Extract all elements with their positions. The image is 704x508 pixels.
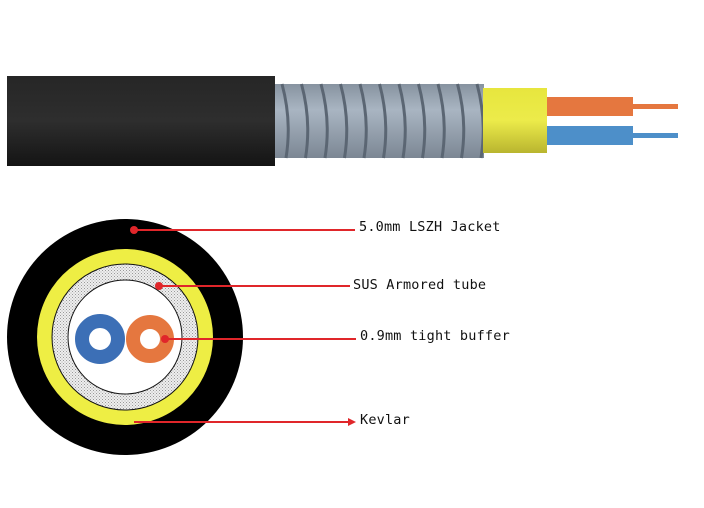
kevlar-layer-side xyxy=(483,88,547,153)
label-tight-buffer: 0.9mm tight buffer xyxy=(360,328,510,344)
fiber-orange-core xyxy=(633,104,678,109)
cable-side-view xyxy=(7,76,678,166)
armor-ridge xyxy=(397,83,407,159)
armor-ridge xyxy=(378,83,388,159)
armor-ridge xyxy=(417,83,427,159)
armor-ridge xyxy=(300,83,310,159)
armor-ridge xyxy=(475,83,485,159)
cable-cross-section xyxy=(7,219,243,455)
armor-ridge xyxy=(280,83,290,159)
fiber-orange-buffer xyxy=(547,97,633,116)
outer-jacket-side xyxy=(7,76,275,166)
armored-tube-side xyxy=(275,83,485,159)
leader-jacket xyxy=(130,226,355,234)
armor-ridge xyxy=(339,83,349,159)
armor-ridge xyxy=(436,83,446,159)
inner-space xyxy=(67,279,183,395)
label-armored-tube: SUS Armored tube xyxy=(353,277,487,293)
leader-kevlar xyxy=(134,418,356,426)
armor-ridge xyxy=(319,83,329,159)
armor-ridge xyxy=(456,83,466,159)
fiber-blue-buffer xyxy=(547,126,633,145)
leader-buffer xyxy=(161,335,356,343)
label-jacket: 5.0mm LSZH Jacket xyxy=(359,219,501,235)
label-kevlar: Kevlar xyxy=(360,412,410,428)
leader-armor xyxy=(155,282,350,290)
armor-ridge xyxy=(358,83,368,159)
blue-tight-buffer xyxy=(75,314,125,364)
leader-lines xyxy=(130,226,356,426)
fiber-blue-core xyxy=(633,133,678,138)
